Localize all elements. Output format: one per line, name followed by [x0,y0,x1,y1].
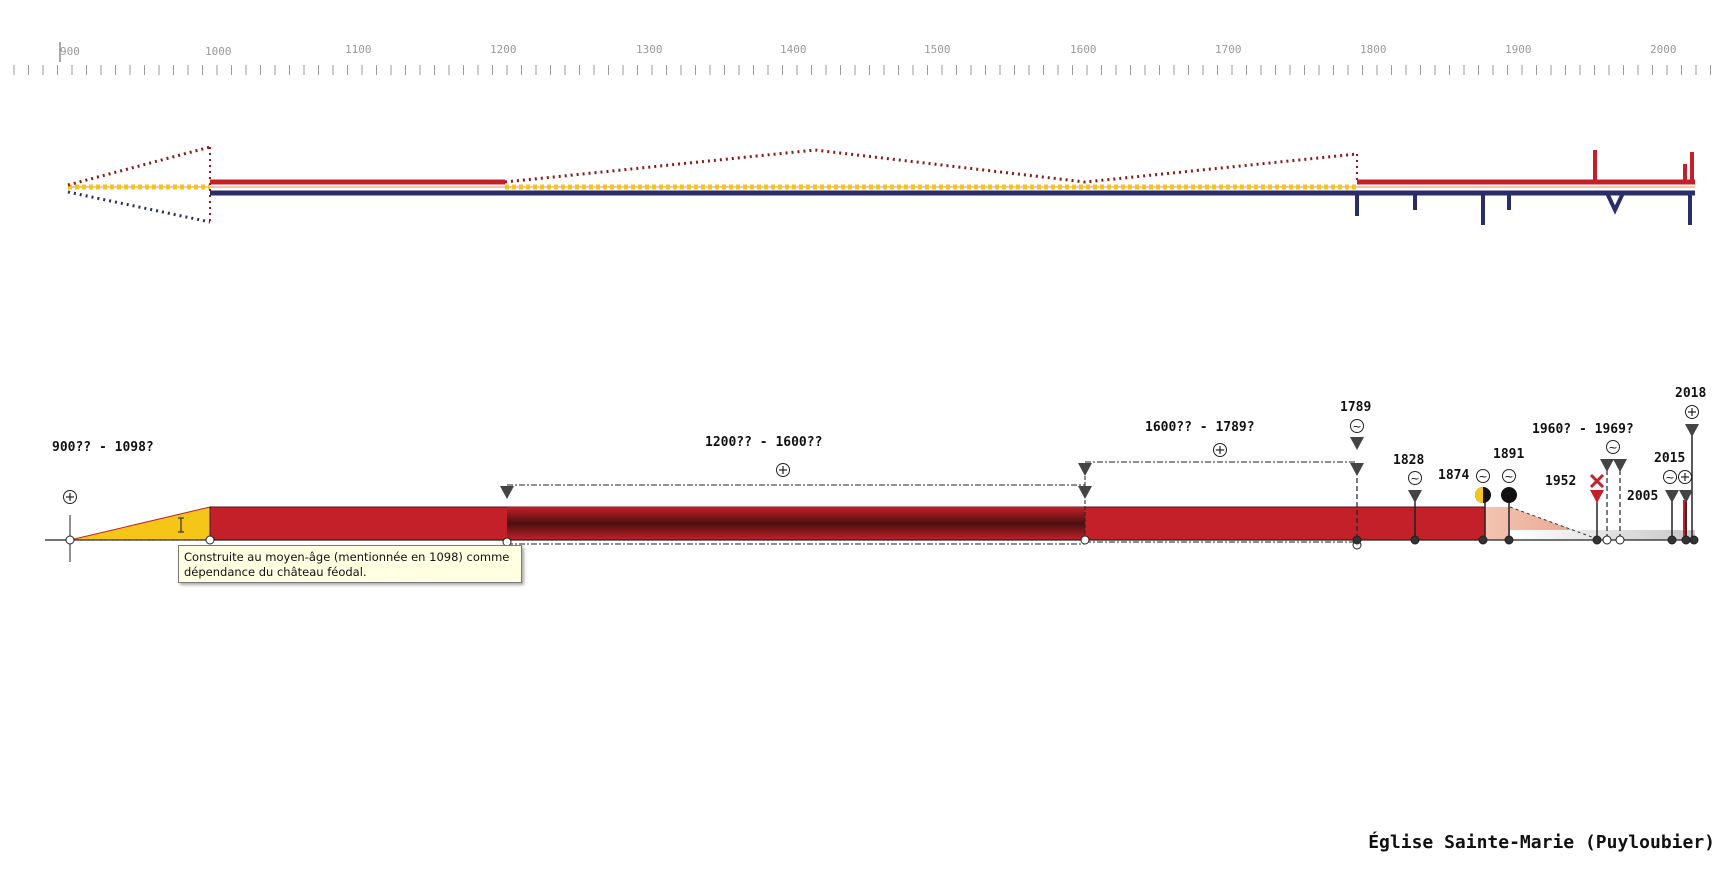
taper-dashed-line [1509,506,1601,541]
axis-label: 1100 [345,43,372,56]
event-label: 2015 [1654,451,1685,466]
overview-red-dotted [504,148,1358,184]
axis-label: 1600 [1070,43,1097,56]
axis-label: 1700 [1215,43,1242,56]
event-label: 2018 [1675,386,1706,401]
marker-triangle[interactable] [1078,486,1092,499]
marker-triangle[interactable] [1350,437,1364,450]
marker-triangle[interactable] [1078,463,1092,476]
marker-triangle[interactable] [1679,490,1693,503]
axis-label: 1300 [636,43,663,56]
svg-text:~: ~ [1608,441,1617,454]
tilde-icon[interactable]: ~ [1606,440,1620,455]
ruler-ticks [13,65,1711,75]
text-cursor-icon [178,517,184,533]
axis-label: 1800 [1360,43,1387,56]
marker-triangle[interactable] [1408,490,1422,503]
axis-label: 1200 [490,43,517,56]
tooltip-line: Construite au moyen-âge (mentionnée en 1… [184,550,510,564]
event-label: 1891 [1493,447,1524,462]
tooltip-line: dépendance du château féodal. [184,565,367,579]
ruler-labels: 900 1000 1100 1200 1300 1400 1500 1600 1… [60,43,1677,58]
tilde-icon[interactable]: ~ [1476,469,1490,484]
event-label: 2005 [1627,489,1658,504]
marker-triangle[interactable] [1613,459,1627,472]
tilde-icon[interactable]: ~ [1663,470,1677,485]
svg-text:~: ~ [1410,472,1419,485]
marker-triangle[interactable] [1350,463,1364,476]
plus-icon[interactable] [1213,443,1227,457]
marker-triangle-red[interactable] [1590,490,1604,503]
tilde-icon[interactable]: ~ [1408,471,1422,486]
period-label: 1960? - 1969? [1532,422,1634,437]
event-label: 1828 [1393,453,1424,468]
svg-text:~: ~ [1504,470,1513,483]
plus-icon[interactable] [1685,405,1699,419]
tilde-icon[interactable]: ~ [1502,469,1516,484]
marker-triangle[interactable] [1685,424,1699,437]
event-label: 1874 [1438,468,1469,483]
tilde-icon[interactable]: ~ [1350,419,1364,434]
main-timeline: ~ ~ ~ ~ ~ ~ [45,386,1706,562]
cross-marker-red[interactable] [1589,473,1605,489]
axis-label: 900 [60,45,80,58]
status-circle-half[interactable] [1475,487,1483,503]
plus-icon[interactable] [63,490,77,504]
svg-text:~: ~ [1352,420,1361,433]
page-title: Église Sainte-Marie (Puyloubier) [1368,831,1715,853]
svg-text:~: ~ [1478,470,1487,483]
period-wedge-yellow[interactable] [69,506,211,541]
marker-triangle[interactable] [1600,459,1614,472]
tooltip: Construite au moyen-âge (mentionnée en 1… [178,545,522,583]
axis-label: 1900 [1505,43,1532,56]
overview-strip [67,145,1695,225]
axis-label: 1400 [780,43,807,56]
event-label: 1789 [1340,400,1371,415]
period-bar-dark[interactable] [507,507,1085,540]
plus-icon[interactable] [1678,470,1692,484]
marker-triangle[interactable] [500,486,514,499]
period-taper-grey[interactable] [1510,530,1695,540]
ruler: 900 1000 1100 1200 1300 1400 1500 1600 1… [13,42,1711,75]
marker-triangle[interactable] [1665,490,1679,503]
svg-text:~: ~ [1665,471,1674,484]
overview-navy-v [1605,192,1625,215]
status-circle-filled[interactable] [1501,487,1517,503]
overview-navy-dotted [67,190,211,224]
plus-icon[interactable] [776,463,790,477]
event-label: 1952 [1545,474,1576,489]
axis-label: 1000 [205,45,232,58]
period-label: 900?? - 1098? [52,440,154,455]
period-label: 1200?? - 1600?? [705,435,822,450]
axis-label: 1500 [924,43,951,56]
period-label: 1600?? - 1789? [1145,420,1255,435]
overview-red-dotted [67,145,211,187]
baseline-handles[interactable] [65,535,1699,550]
axis-label: 2000 [1650,43,1677,56]
